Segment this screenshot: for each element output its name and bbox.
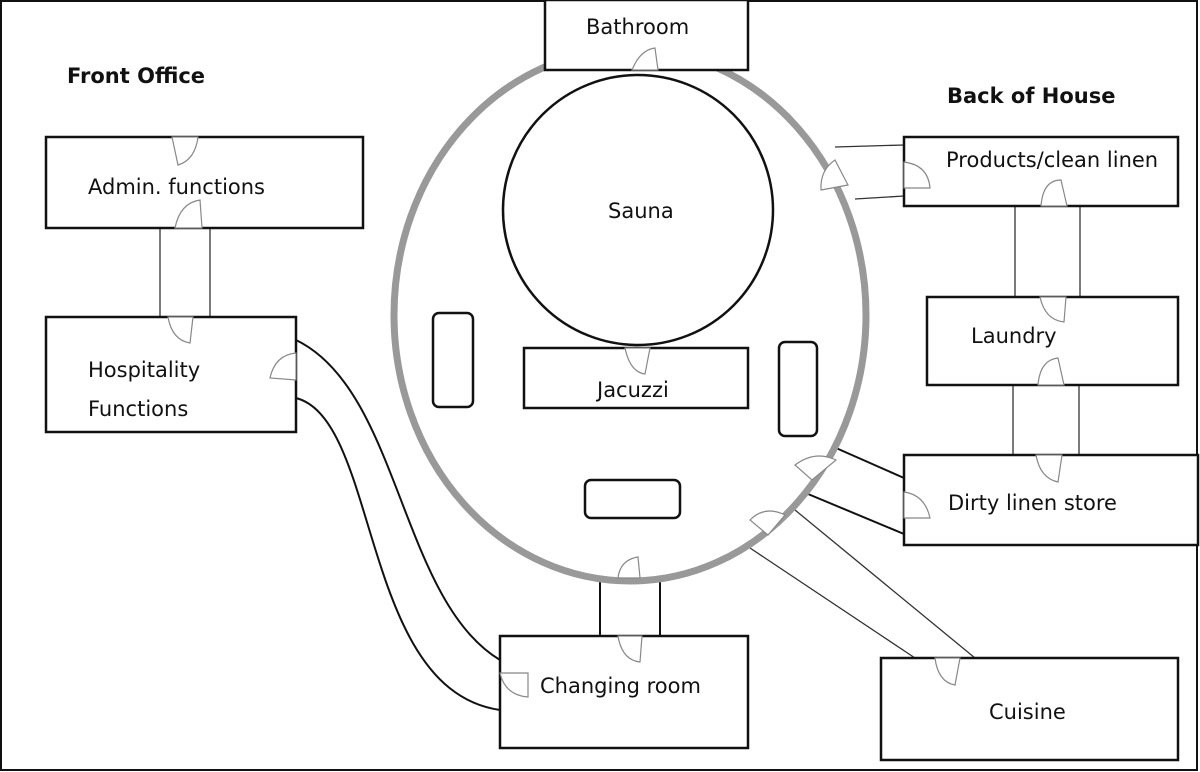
door-icon [174, 199, 203, 229]
room-products[interactable] [902, 135, 1180, 208]
connector-oval-dirty [835, 447, 905, 479]
room-changing[interactable] [498, 634, 750, 750]
label-admin: Admin. functions [88, 175, 265, 199]
door-icons [167, 47, 1068, 698]
door-icon [624, 347, 651, 375]
label-sauna: Sauna [608, 199, 674, 223]
door-icon [934, 657, 961, 686]
door-icon [499, 672, 529, 698]
connector-oval-cuisine [749, 547, 916, 659]
door-icon [631, 47, 659, 71]
connector-oval-dirty [807, 493, 905, 535]
room-admin[interactable] [44, 135, 365, 230]
corridor-hospitality-changing [295, 397, 501, 711]
zone-label-back-of-house: Back of House [947, 84, 1115, 108]
door-icon [1039, 296, 1067, 323]
door-icon [903, 491, 931, 519]
door-icon [1035, 454, 1063, 483]
connector-oval-cuisine [794, 509, 976, 659]
connector-oval-products [854, 195, 905, 200]
zone-label-front-office: Front Office [67, 64, 205, 88]
door-icon [617, 556, 641, 579]
bench [583, 478, 682, 520]
door-icon [269, 352, 297, 381]
label-laundry: Laundry [971, 324, 1057, 348]
door-icon [1040, 179, 1068, 207]
label-hospitality-1: Hospitality [88, 358, 200, 382]
bench [431, 311, 475, 409]
bench [777, 340, 819, 438]
label-cuisine: Cuisine [989, 700, 1066, 724]
label-hospitality-2: Functions [88, 397, 188, 421]
connector-oval-products [834, 144, 905, 148]
label-products: Products/clean linen [946, 148, 1158, 172]
room-hospitality[interactable] [44, 315, 298, 434]
door-icon [167, 316, 194, 344]
label-changing: Changing room [540, 674, 701, 698]
label-bathroom: Bathroom [586, 15, 689, 39]
door-icon [1037, 357, 1065, 386]
label-jacuzzi: Jacuzzi [595, 378, 669, 402]
corridor-hospitality-changing [295, 339, 501, 661]
door-icon [794, 455, 838, 481]
room-sauna[interactable] [501, 73, 775, 347]
door-icon [903, 161, 931, 189]
door-icon [171, 136, 199, 166]
label-dirty-linen: Dirty linen store [948, 491, 1117, 515]
door-icon [617, 635, 643, 663]
room-cuisine[interactable] [879, 656, 1180, 762]
door-icon [749, 510, 786, 536]
door-icon [820, 159, 849, 191]
